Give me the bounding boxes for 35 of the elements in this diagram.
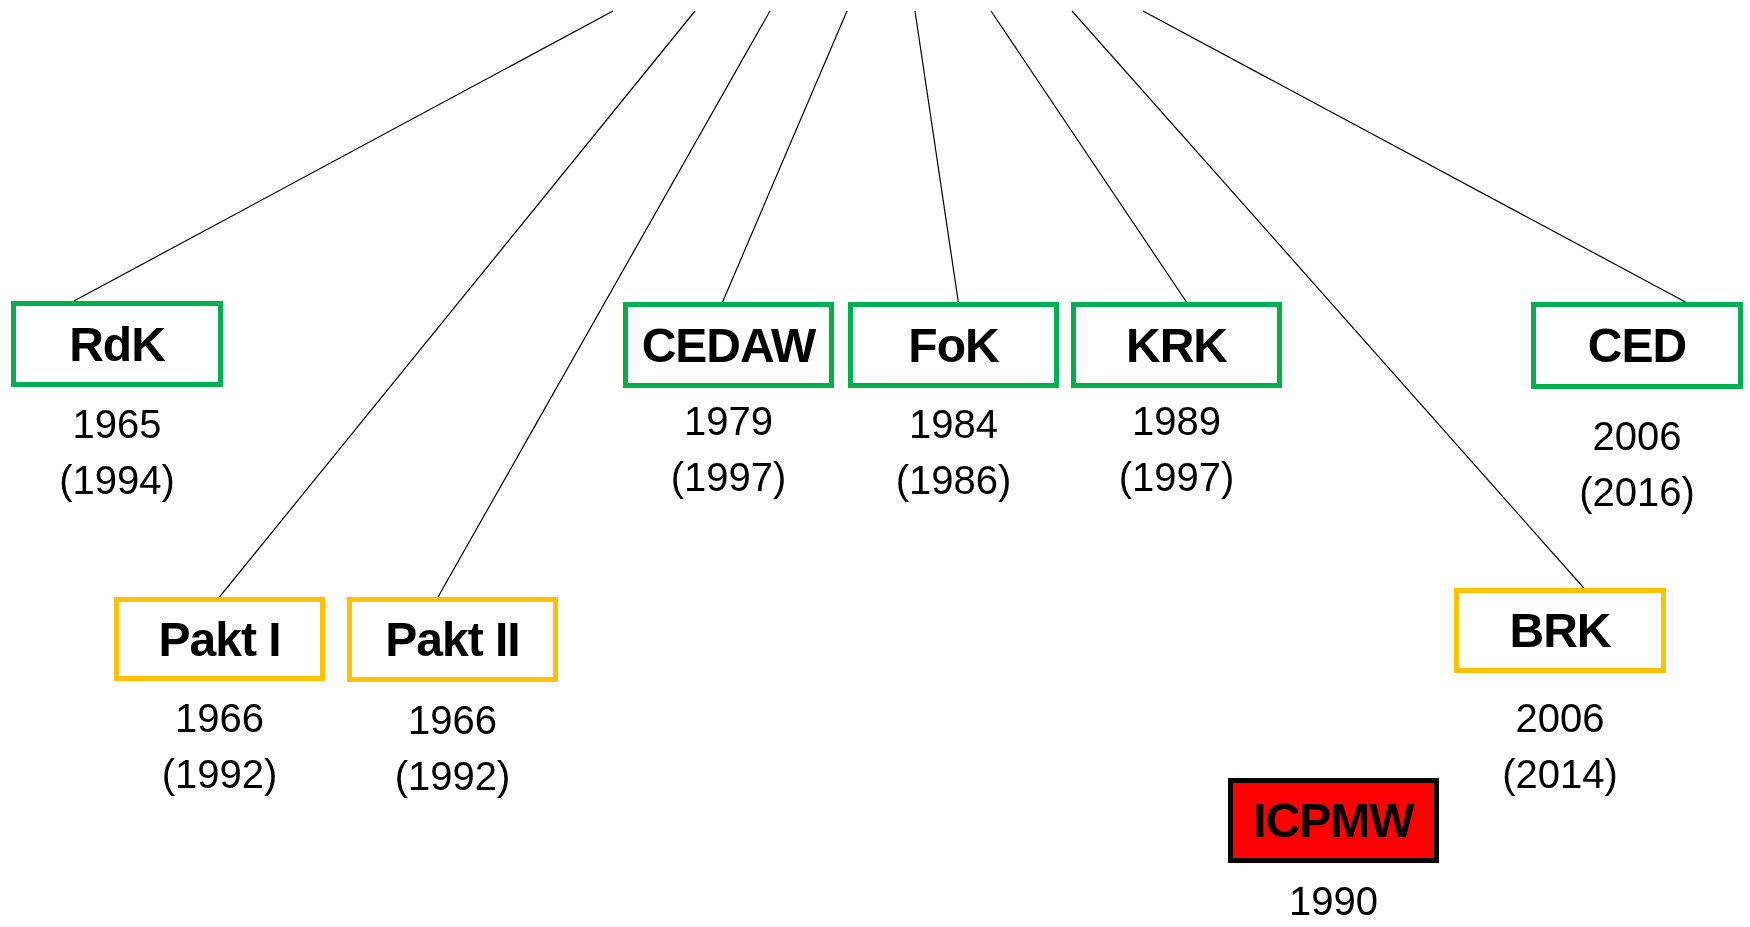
year-label: 1966 (1992) <box>393 697 512 800</box>
acronym-box <box>623 302 834 388</box>
connector-line <box>914 10 959 303</box>
acronym-box <box>1454 588 1666 673</box>
acronym-box <box>1228 778 1439 863</box>
acronym-label: RdK <box>69 316 165 372</box>
year-label: 2006 (2014) <box>1501 695 1619 798</box>
acronym-box <box>114 597 325 681</box>
year-label: 1989 (1997) <box>1117 398 1236 501</box>
acronym-box <box>1531 302 1743 389</box>
year-label: 1979 (1997) <box>669 398 788 501</box>
acronym-box <box>848 302 1059 388</box>
acronym-label: CED <box>1587 318 1687 373</box>
connector-line <box>73 10 614 302</box>
acronym-label: BRK <box>1509 603 1611 658</box>
connector-line <box>990 10 1188 303</box>
acronym-label: Pakt II <box>385 612 520 667</box>
year-label: 2006 (2016) <box>1578 413 1696 516</box>
connector-line <box>1142 10 1687 303</box>
acronym-label: KRK <box>1126 317 1227 373</box>
year-label: 1965 (1994) <box>58 401 176 504</box>
connector-line <box>722 10 848 303</box>
acronym-label: CEDAW <box>641 317 816 373</box>
acronym-label: FoK <box>908 317 999 373</box>
connector-line <box>437 10 771 598</box>
year-label: 1966 (1992) <box>160 695 279 798</box>
year-label: 1984 (1986) <box>894 401 1013 504</box>
connector-line <box>218 10 696 598</box>
year-label: 1990 <box>1288 878 1379 925</box>
acronym-box <box>347 597 558 682</box>
acronym-box <box>1071 302 1282 388</box>
connector-line <box>1071 10 1585 589</box>
acronym-label: ICPMW <box>1253 793 1414 848</box>
acronym-label: Pakt I <box>158 611 281 667</box>
acronym-box <box>11 301 223 387</box>
